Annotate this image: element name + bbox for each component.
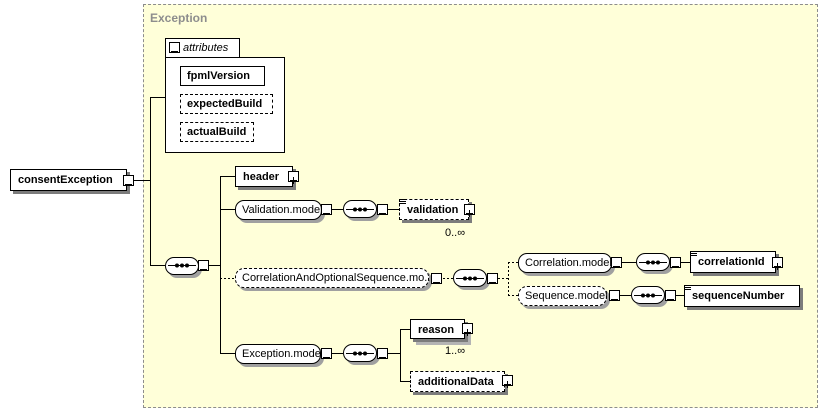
minus-icon [433,282,440,283]
minus-icon [611,299,618,300]
additional-data-label: additionalData [418,376,494,388]
attribute-label: actualBuild [187,126,247,138]
sequence-model-sequence-compositor[interactable] [631,286,665,304]
expand-correlation-id-toggle[interactable] [772,257,783,270]
correlation-model-group[interactable]: Correlation.model [518,253,612,273]
collapse-sequence-model-sequence-toggle[interactable] [665,290,676,301]
attribute-label: expectedBuild [187,98,263,110]
validation-model-label: Validation.model [242,204,323,216]
validation-sequence-compositor[interactable] [343,200,377,218]
plus-icon [464,329,471,336]
attributes-label: attributes [183,42,229,54]
validation-label: validation [407,204,459,216]
correlation-optional-sequence-label: CorrelationAndOptionalSequence.mo... [242,272,434,284]
correlation-model-sequence-compositor[interactable] [636,253,670,271]
expand-validation-toggle[interactable] [464,204,475,217]
documentation-icon [399,199,406,204]
correlation-id-element[interactable]: correlationId [690,251,776,273]
collapse-attributes-toggle[interactable] [169,42,180,53]
collapse-correlation-optional-sequence-toggle[interactable] [431,273,442,284]
consent-exception-element[interactable]: consentException [10,169,127,191]
plus-icon [290,177,297,184]
canvas-title: Exception [150,11,208,25]
collapse-sequence-model-toggle[interactable] [609,290,620,301]
sequence-model-group[interactable]: Sequence.model [518,286,608,306]
header-label: header [243,171,280,183]
collapse-validation-sequence-toggle[interactable] [377,204,388,215]
collapse-exception-sequence-toggle[interactable] [377,348,388,359]
sequence-number-element[interactable]: sequenceNumber [684,285,800,307]
collapse-correlation-model-sequence-toggle[interactable] [670,257,681,268]
collapse-root-toggle[interactable] [123,175,134,186]
collapse-validation-model-toggle[interactable] [321,204,332,215]
minus-icon [672,266,679,267]
exception-sequence-compositor[interactable] [343,344,377,362]
sequence-model-label: Sequence.model [525,290,608,302]
reason-multiplicity: 1..∞ [445,345,466,357]
sequence-number-label: sequenceNumber [692,290,785,302]
correlation-optional-sequence-group[interactable]: CorrelationAndOptionalSequence.mo... [235,268,433,288]
attribute-label: fpmlVersion [187,70,250,82]
expand-header-toggle[interactable] [288,171,299,184]
main-sequence-compositor[interactable] [165,257,199,275]
validation-element[interactable]: validation [399,199,469,220]
plus-icon [466,210,473,217]
attribute-expected-build[interactable]: expectedBuild [180,94,273,114]
expand-reason-toggle[interactable] [462,323,473,336]
attribute-actual-build[interactable]: actualBuild [180,122,254,142]
collapse-correlation-model-toggle[interactable] [611,257,622,268]
minus-icon [323,213,330,214]
minus-icon [125,184,132,185]
validation-model-group[interactable]: Validation.model [235,200,323,220]
documentation-icon [690,251,697,256]
correlation-model-label: Correlation.model [525,257,612,269]
correlation-id-label: correlationId [698,256,765,268]
attribute-fpml-version[interactable]: fpmlVersion [180,66,265,86]
plus-icon [774,263,781,270]
validation-multiplicity: 0..∞ [445,227,466,239]
additional-data-element[interactable]: additionalData [410,371,505,392]
collapse-correlation-sequence-toggle[interactable] [487,273,498,284]
minus-icon [489,282,496,283]
collapse-sequence-toggle[interactable] [198,260,209,271]
expand-additional-data-toggle[interactable] [502,375,513,388]
attributes-tab[interactable]: attributes [165,38,240,58]
minus-icon [379,357,386,358]
reason-label: reason [418,324,455,336]
minus-icon [379,213,386,214]
consent-exception-label: consentException [18,174,113,186]
correlation-sequence-compositor[interactable] [453,269,487,287]
collapse-exception-model-toggle[interactable] [321,348,332,359]
header-element[interactable]: header [235,166,293,187]
plus-icon [504,381,511,388]
exception-model-label: Exception.model [242,348,324,360]
minus-icon [667,299,674,300]
documentation-icon [684,285,691,290]
minus-icon [323,357,330,358]
minus-icon [171,51,178,52]
minus-icon [613,266,620,267]
exception-model-group[interactable]: Exception.model [235,344,324,364]
minus-icon [200,269,207,270]
reason-element[interactable]: reason [410,319,465,339]
